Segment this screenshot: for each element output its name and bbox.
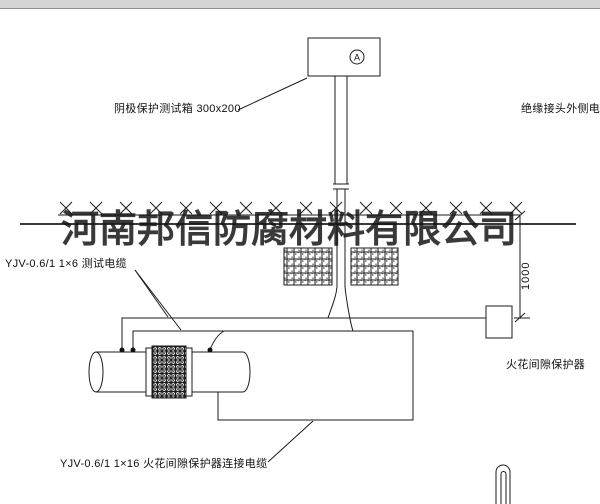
spark-gap-cable-label: YJV-0.6/1 1×16 火花间隙保护器连接电缆: [60, 458, 268, 470]
spark-gap-protector-label: 火花间隙保护器: [506, 359, 586, 371]
insulated-joint-cable-label: 绝缘接头外侧电缆: [521, 103, 600, 115]
cable-connection-points: [119, 347, 213, 353]
dimension-1000-text: 1000: [520, 261, 532, 290]
test-box-label: 阴极保护测试箱 300x200: [114, 103, 241, 115]
ammeter-letter: A: [354, 53, 360, 63]
foundation-blocks: [283, 247, 399, 286]
dimension-line: [514, 210, 530, 323]
insulating-joint: [145, 345, 193, 399]
test-cable-label: YJV-0.6/1 1×6 测试电缆: [5, 258, 127, 270]
company-watermark: 河南邦信防腐材料有限公司: [61, 209, 518, 251]
riser-post: [327, 76, 354, 332]
watermark-strike-line: [20, 223, 576, 225]
window-top-strip: [0, 0, 600, 9]
bottom-right-riser-symbol: [495, 464, 511, 504]
leader-lines: [134, 77, 314, 463]
test-box-outline: [307, 37, 381, 77]
ammeter-symbol: A: [349, 49, 365, 65]
spark-gap-protector-box: [485, 305, 513, 339]
